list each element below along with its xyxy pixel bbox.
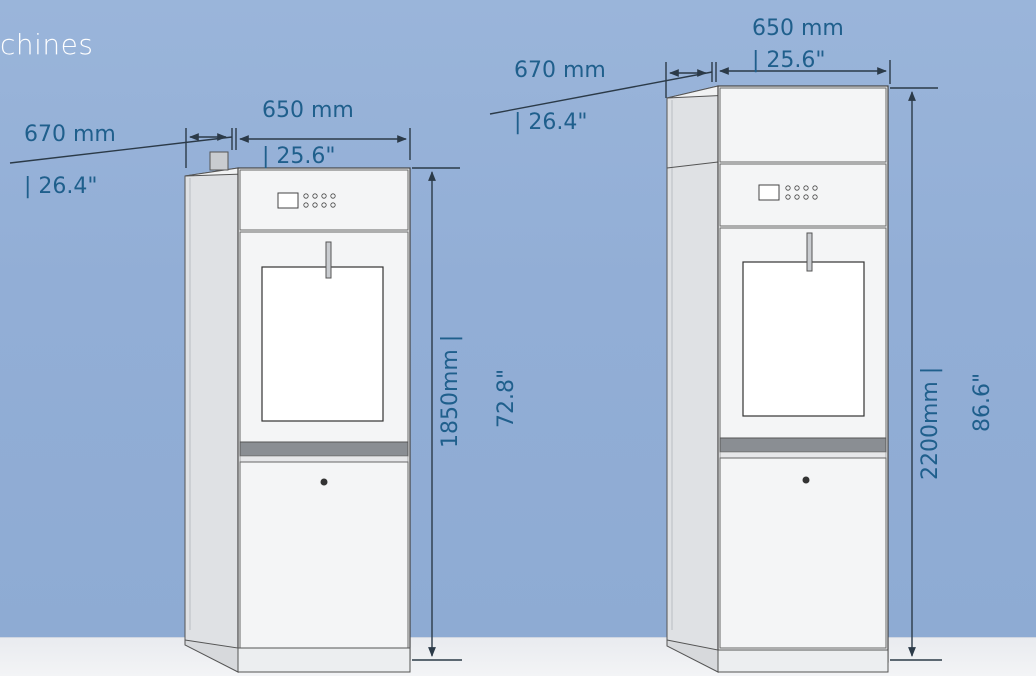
machine-1-display: [277, 192, 299, 209]
machine-2-width-mm: 650 mm: [752, 16, 844, 41]
machine-2-window: [742, 261, 865, 417]
machine-2-top-extension: [719, 87, 887, 163]
machine-2-buttons: [785, 185, 818, 200]
machine-1-width-mm: 650 mm: [262, 98, 354, 123]
machine-2-plinth: [717, 649, 889, 673]
machine-1-plinth: [237, 647, 411, 673]
machine-1-depth-in: | 26.4": [24, 174, 98, 199]
machine-2-height-in: 86.6": [970, 372, 995, 432]
machine-1: [184, 151, 411, 673]
machine-1-dimension-lines: [9, 128, 462, 661]
machine-2-height-mm: 2200mm |: [918, 366, 943, 480]
machine-1-depth-mm: 670 mm: [24, 122, 116, 147]
machine-1-window: [261, 266, 384, 422]
machine-1-control-panel: [239, 169, 409, 231]
machine-2-depth-in: | 26.4": [514, 110, 588, 135]
machine-2-control-panel: [719, 163, 887, 227]
machine-2-lower-cabinet: [719, 457, 887, 649]
machine-1-handle: [325, 241, 332, 279]
machine-2-side-panel: [666, 85, 719, 673]
machine-1-buttons: [303, 193, 336, 208]
machine-2-handle: [806, 232, 813, 272]
machine-1-side-panel: [184, 167, 239, 673]
machine-2: [666, 85, 889, 673]
machine-2-width-in: | 25.6": [752, 48, 826, 73]
machine-1-width-in: | 25.6": [262, 144, 336, 169]
machine-1-top-connector: [209, 151, 229, 171]
machine-2-dimension-lines: [489, 60, 942, 661]
machine-2-depth-mm: 670 mm: [514, 58, 606, 83]
machine-2-display: [758, 184, 780, 201]
machine-1-lock: [320, 478, 328, 486]
machine-1-height-in: 72.8": [494, 368, 519, 428]
machine-1-lower-cabinet: [239, 461, 409, 649]
heading: chines: [0, 28, 94, 61]
machine-1-height-mm: 1850mm |: [438, 334, 463, 448]
machine-2-lock: [802, 476, 810, 484]
